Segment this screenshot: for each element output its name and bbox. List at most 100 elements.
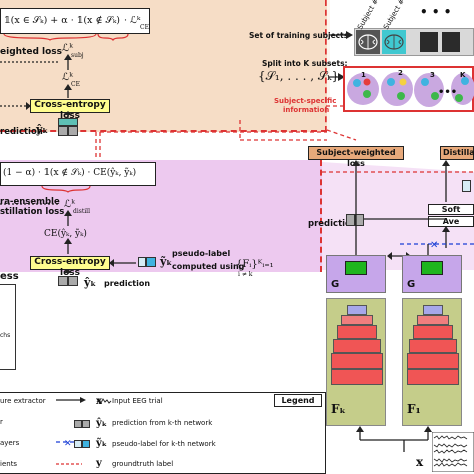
subject-specific-label-2: information [283, 106, 330, 114]
subjects-dots: • • • [420, 5, 452, 19]
svg-text:✕: ✕ [64, 439, 72, 449]
l-ce-sub: CE [71, 81, 80, 88]
f-k-layer-5 [331, 353, 383, 369]
legend-item-0-text: ure extractor [0, 397, 46, 405]
f-1-layer-4 [409, 339, 457, 353]
subset-dots: ••• [438, 87, 458, 98]
top-cross-entropy-box: Cross-entropy loss [30, 99, 110, 121]
subset-blobs [347, 72, 474, 107]
computed-sub: i ≠ k [238, 271, 253, 278]
subject-weight-formula: 𝟙(x ∈ 𝒮ₖ) + α · 𝟙(x ∉ 𝒮ₖ) [4, 15, 121, 26]
legend-title: Legend [281, 396, 315, 405]
split-label: Split into K subsets: [262, 59, 348, 68]
legend-item-2-text: r [0, 418, 3, 426]
f-1-layer-5 [407, 353, 459, 369]
f-1-layer-2 [417, 315, 449, 325]
top-cross-entropy-label: Cross-entropy loss [34, 100, 106, 121]
subject-weight-formula-box: 𝟙(x ∈ 𝒮ₖ) + α · 𝟙(x ∉ 𝒮ₖ) · ℒᵏ CE [0, 8, 150, 34]
g-k-box: G [326, 255, 386, 293]
top-pred-cell-1 [58, 126, 68, 136]
mid-pred-cell-2 [68, 276, 78, 286]
legend-title-box: Legend [274, 394, 322, 407]
legend-item-5-symbol: ỹₖ [96, 438, 108, 449]
net-pred-cell-1 [346, 214, 355, 226]
pseudo-cell-2 [146, 257, 156, 267]
l-distill-sub: distill [73, 208, 91, 215]
f-1-layer-6 [407, 369, 459, 385]
top-pred-cell-2 [68, 126, 78, 136]
subjects-arrow [330, 31, 353, 39]
input-x-label: x [416, 455, 424, 469]
legend-left-icons: ✕ [56, 397, 86, 465]
g-1-label: G [407, 279, 416, 290]
f-1-label: F₁ [407, 402, 421, 416]
legend-pseudo-cell-1 [74, 440, 82, 448]
formula-tail: · ℒᵏ [124, 15, 141, 26]
legend-item-6-text: ients [0, 460, 18, 468]
l-distill-symbol: ℒᵏ [64, 199, 75, 210]
subject-tile-4 [442, 32, 460, 52]
f-k-layer-6 [331, 369, 383, 385]
svg-text:✕: ✕ [430, 240, 438, 251]
partial-legend-title: ess [0, 271, 19, 282]
split-formula: {𝒮₁, . . . , 𝒮ₖ} [258, 69, 340, 83]
distill-formula: (1 − α) · 𝟙(x ∉ 𝒮ₖ) · CE(ŷₖ, ỹₖ) [3, 168, 137, 178]
y-tilde-symbol: ỹₖ [160, 255, 173, 268]
subset-num-2: 2 [398, 69, 403, 77]
computed-using-text: computed using [172, 262, 245, 271]
l-subj-symbol: ℒᵏ [62, 43, 73, 54]
split-arrow [328, 73, 345, 81]
l-subj-sub: subj [71, 52, 84, 59]
pseudo-cell-1 [138, 257, 146, 267]
distill-loss-label: stillation loss [0, 207, 65, 217]
computed-formula: {Fᵢ}ᴷᵢ₌₁ [236, 259, 274, 270]
subject-tile-3 [420, 32, 438, 52]
f-1-layer-1 [423, 305, 443, 315]
brain-icons [358, 34, 404, 50]
subset-num-3: 3 [430, 71, 435, 79]
weighted-loss-label: eighted loss [0, 47, 63, 57]
softmax-label: Soft [441, 205, 461, 214]
f-k-layer-2 [341, 315, 373, 325]
top-pred-teal-bar [58, 118, 78, 126]
top-prediction-label: rediction [0, 127, 43, 137]
legend-item-7-symbol: y [96, 458, 102, 469]
mid-panel-arrows [0, 203, 136, 274]
legend-eeg-squiggle [96, 398, 112, 405]
partial-legend-box: chs [0, 284, 16, 370]
legend-item-3-symbol: ŷₖ [96, 418, 108, 429]
eeg-trial-icon [432, 432, 474, 472]
legend-pred-cell-1 [74, 420, 82, 428]
f-1-layer-3 [413, 325, 453, 339]
legend-pred-cell-2 [82, 420, 90, 428]
training-subjects-label: Set of training subjects [249, 31, 349, 40]
distillation-loss-label: Distillat [443, 148, 474, 157]
net-pseudo-cell [462, 180, 471, 192]
ra-ensemble-label: ra-ensemble [0, 197, 60, 207]
formula-braces [3, 33, 129, 41]
f-1-box: F₁ [402, 298, 462, 426]
pseudo-label-text: pseudo-label [172, 249, 231, 258]
formula-sub: CE [140, 24, 149, 31]
legend-item-5-text: pseudo-label for k-th network [112, 440, 216, 448]
g-1-green-block [421, 261, 443, 275]
g-1-box: G [402, 255, 462, 293]
f-k-box: Fₖ [326, 298, 386, 426]
top-panel-arrows [0, 54, 72, 118]
distill-braces [41, 185, 91, 193]
legend-box [0, 392, 326, 474]
legend-item-4-text: ayers [0, 439, 20, 447]
f-k-layer-1 [347, 305, 367, 315]
subset-num-1: 1 [361, 71, 366, 79]
legend-item-1-text: Input EEG trial [112, 397, 163, 405]
f-k-layer-4 [333, 339, 381, 353]
mid-y-hat-symbol: ŷₖ [84, 276, 97, 289]
legend-item-3-text: prediction from k-th network [112, 419, 213, 427]
l-ce-symbol: ℒᵏ [62, 72, 73, 83]
f-k-label: Fₖ [331, 402, 346, 416]
partial-legend-item: chs [0, 332, 11, 339]
distill-formula-box: (1 − α) · 𝟙(x ∉ 𝒮ₖ) · CE(ŷₖ, ỹₖ) [0, 162, 156, 186]
top-y-hat-symbol: ŷₖ [36, 123, 49, 136]
mid-pred-cell-1 [58, 276, 68, 286]
